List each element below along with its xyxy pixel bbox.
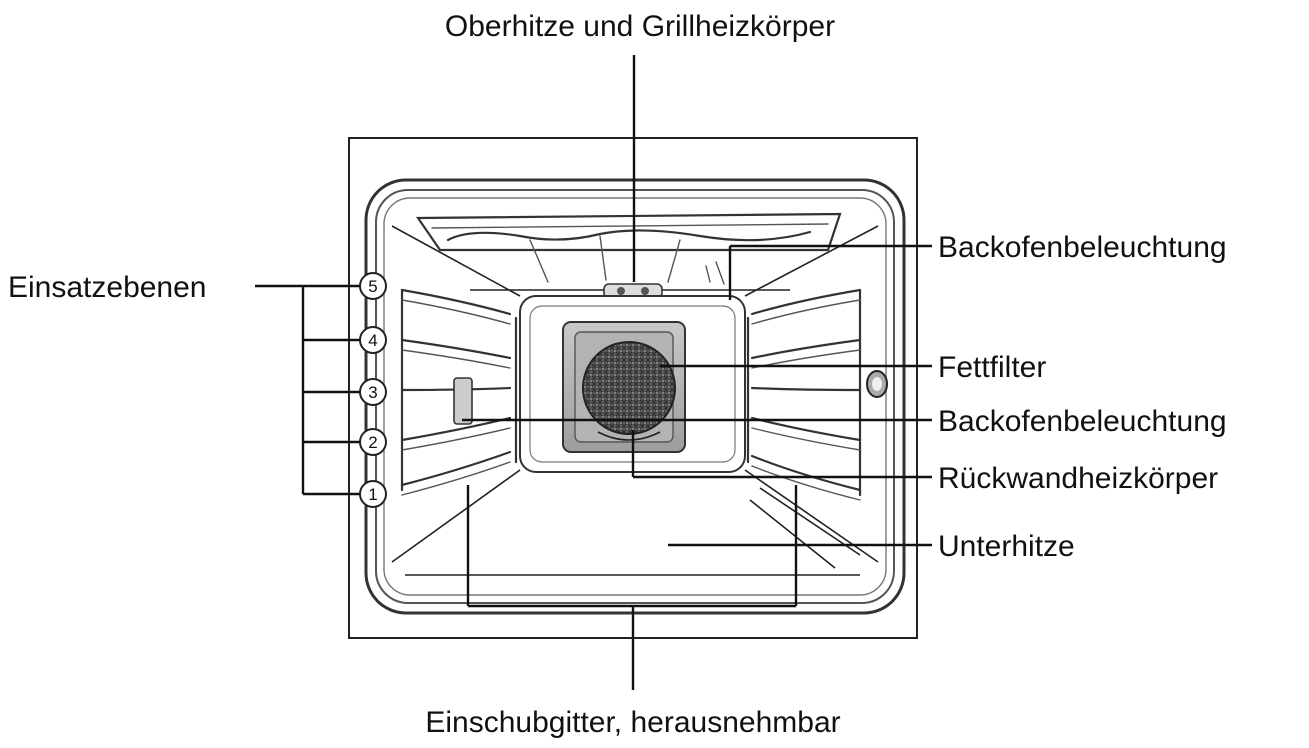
- level-markers: 5 4 3 2 1: [359, 272, 387, 508]
- label-bottom-heater: Unterhitze: [938, 530, 1075, 563]
- svg-text:3: 3: [368, 383, 377, 402]
- svg-text:5: 5: [368, 277, 377, 296]
- level-marker-5: 5: [359, 272, 387, 300]
- right-side-rack: [746, 288, 862, 501]
- level-marker-3: 3: [359, 378, 387, 406]
- svg-text:1: 1: [368, 485, 377, 504]
- level-marker-1: 1: [359, 480, 387, 508]
- svg-text:4: 4: [368, 331, 377, 350]
- level-marker-4: 4: [359, 326, 387, 354]
- label-rear-heater: Rückwandheizkörper: [938, 462, 1218, 495]
- leader-lines: [255, 55, 932, 690]
- left-side-rack: [400, 288, 518, 496]
- grease-filter-mesh: [582, 341, 676, 435]
- fan-cover: [562, 321, 686, 453]
- label-grease-filter: Fettfilter: [938, 351, 1046, 384]
- oven-light-side: [866, 370, 888, 398]
- label-oven-light-side: Backofenbeleuchtung: [938, 405, 1227, 438]
- label-top-heater: Oberhitze und Grillheizkörper: [445, 10, 835, 43]
- svg-text:2: 2: [368, 433, 377, 452]
- label-oven-light-top: Backofenbeleuchtung: [938, 231, 1227, 264]
- level-marker-2: 2: [359, 428, 387, 456]
- cavity-perspective-lines: [391, 225, 879, 576]
- label-levels: Einsatzebenen: [8, 271, 207, 304]
- label-side-racks: Einschubgitter, herausnehmbar: [425, 706, 840, 739]
- top-heating-element: [415, 212, 842, 299]
